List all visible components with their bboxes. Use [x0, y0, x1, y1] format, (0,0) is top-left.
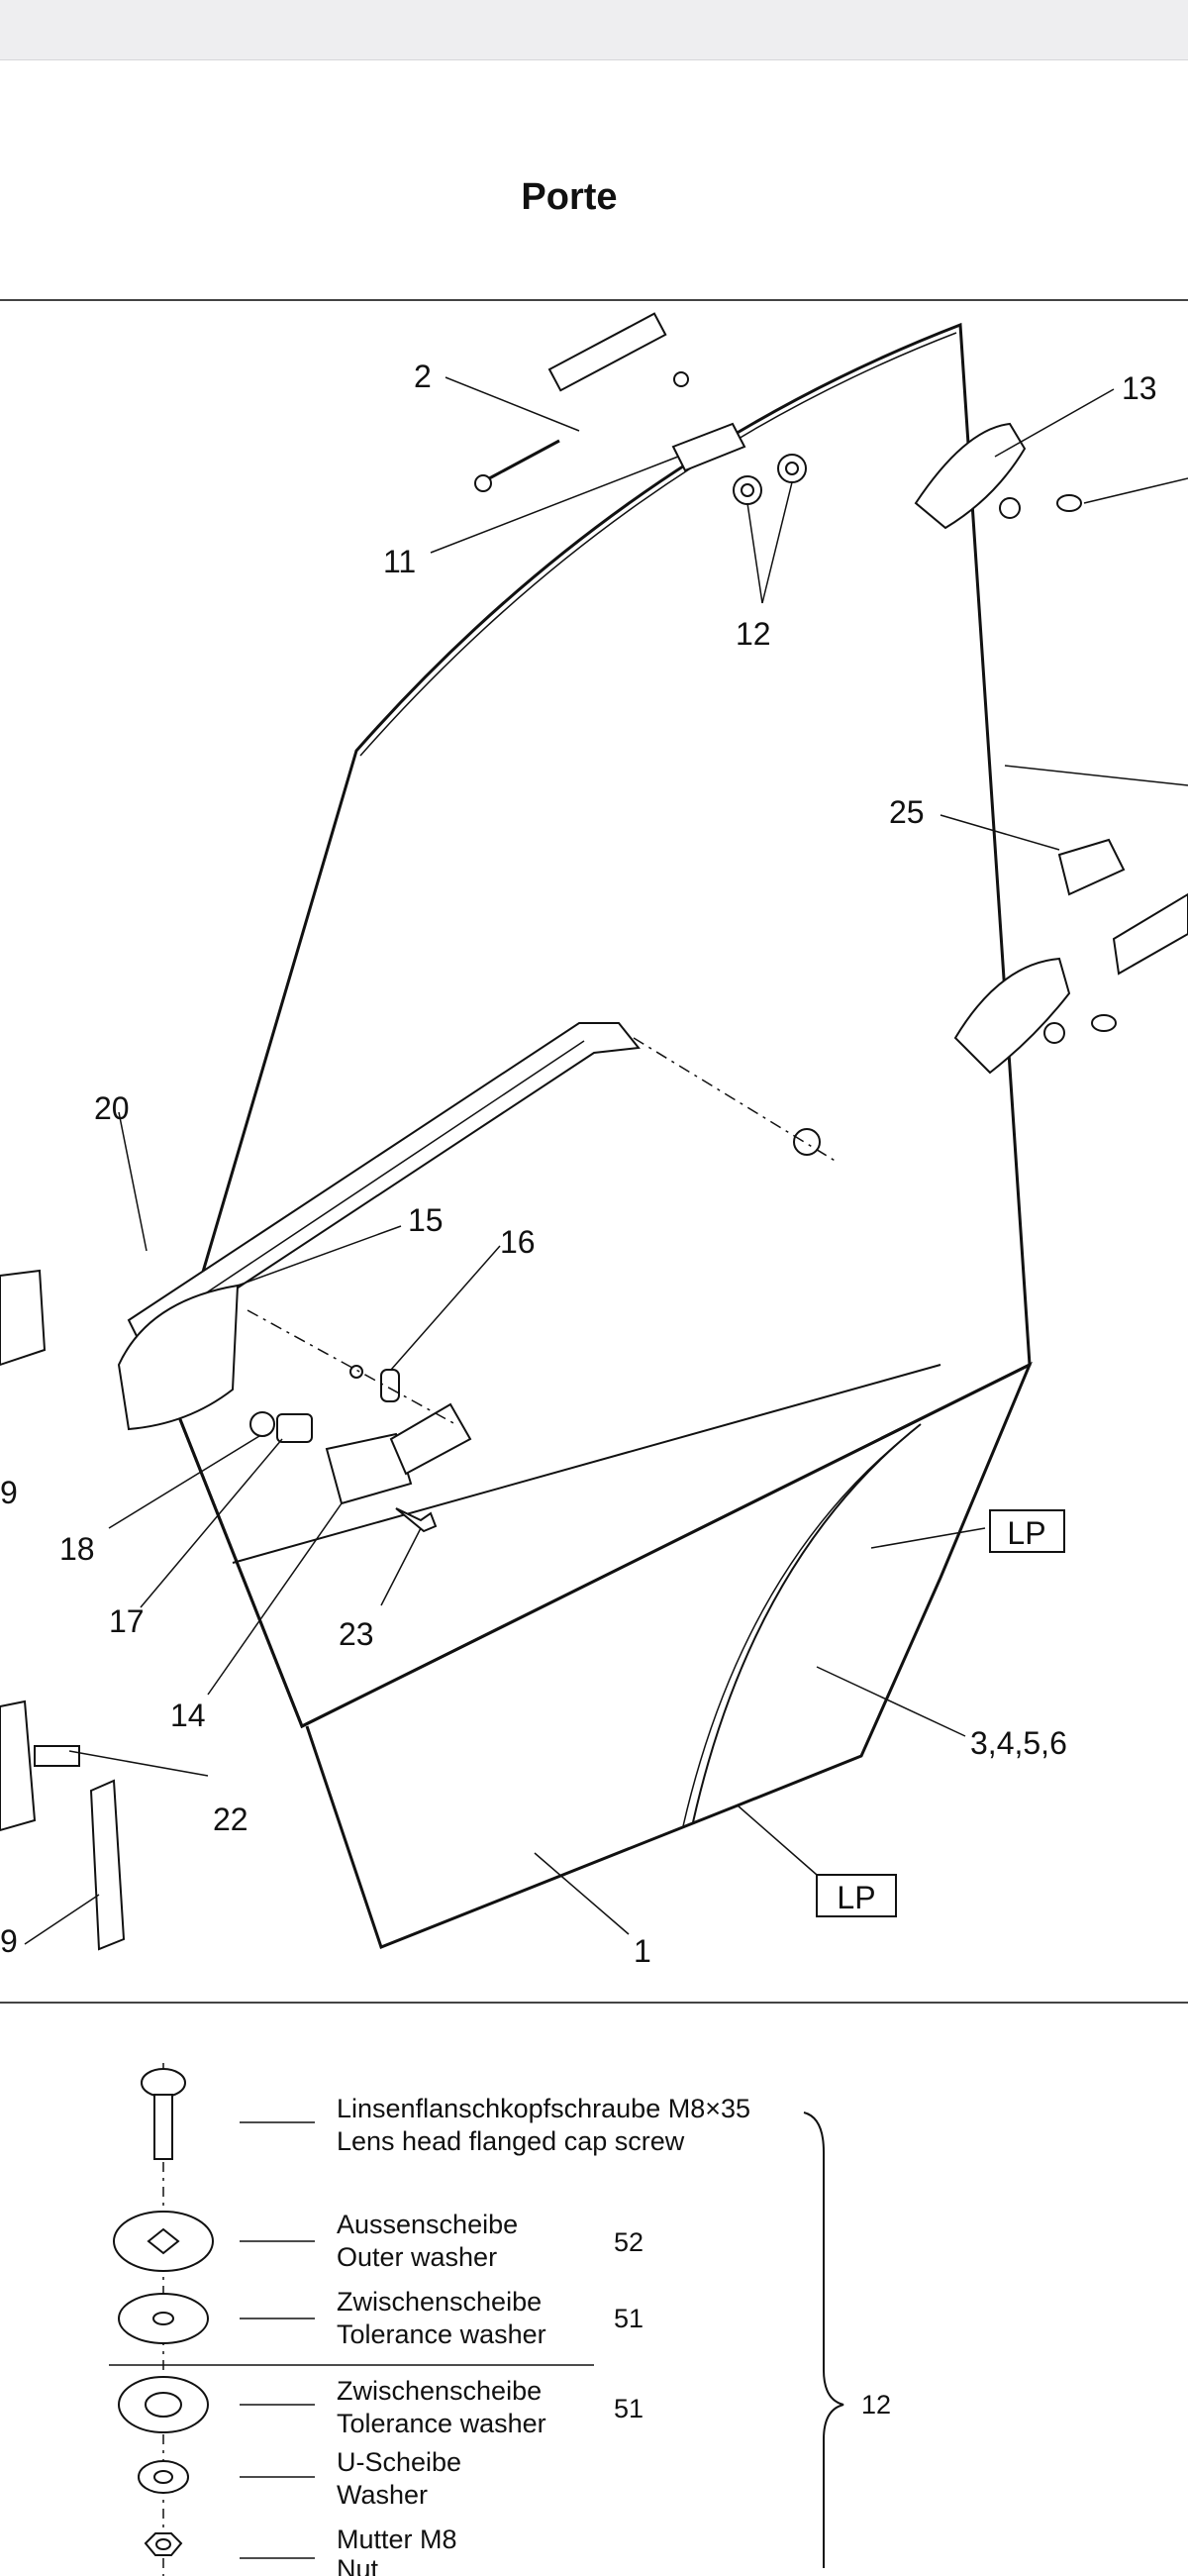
- callout-1: 1: [634, 1933, 651, 1969]
- lp-box-lower: LP: [816, 1874, 897, 1917]
- callout-9-lower: 9: [0, 1923, 18, 1959]
- legend-leaders: [240, 2121, 315, 2559]
- door-panel-crease: [232, 1364, 941, 1564]
- handle-plate: [117, 1284, 240, 1431]
- callout-23: 23: [339, 1616, 374, 1652]
- hinge-bracket-25: [1057, 838, 1126, 896]
- tolerance-washer-icon-2: [118, 2376, 209, 2433]
- clip-16: [380, 1369, 400, 1402]
- key-23: [395, 1507, 438, 1533]
- legend-item-5-en: Washer: [337, 2480, 428, 2510]
- screw-icon: [141, 2068, 186, 2160]
- callout-3-4-5-6: 3,4,5,6: [970, 1725, 1067, 1761]
- legend-item-4-qty: 51: [614, 2394, 644, 2423]
- washer-15: [349, 1365, 363, 1379]
- nut-icon: [144, 2532, 183, 2556]
- tolerance-washer-icon-1: [118, 2293, 209, 2344]
- door-fender-curve-outer: [692, 1423, 922, 1823]
- legend-item-6-de: Mutter M8: [337, 2524, 457, 2554]
- legend-item-5-de: U-Scheibe: [337, 2447, 461, 2477]
- divider-top: [0, 299, 1188, 301]
- exploded-door-diagram: 2 11 12 13 25 20 15 16 9 18 17 23 14 22 …: [0, 312, 1188, 1969]
- callout-16: 16: [500, 1224, 536, 1260]
- left-bracket-lower: [0, 1700, 37, 1832]
- axis-line-handle: [247, 1309, 456, 1425]
- lp-box-upper: LP: [989, 1509, 1065, 1553]
- lp-label-lower: LP: [837, 1880, 875, 1915]
- lp-label-upper: LP: [1007, 1515, 1045, 1551]
- outer-washer-icon: [113, 2211, 214, 2272]
- callout-15: 15: [408, 1202, 444, 1238]
- group-brace: [803, 2112, 844, 2568]
- door-glass: [166, 322, 1032, 1729]
- left-bracket-upper: [0, 1269, 47, 1367]
- washer-lower: [1091, 1014, 1117, 1032]
- hinge-lower-bolt: [1043, 1022, 1065, 1044]
- legend-item-4-de: Zwischenscheibe: [337, 2376, 542, 2406]
- fastener-legend: Linsenflanschkopfschraube M8×35 Lens hea…: [109, 2063, 891, 2576]
- door-glass-inner-edge: [359, 332, 957, 757]
- legend-item-6-en: Nut: [337, 2554, 379, 2576]
- callout-12: 12: [736, 616, 771, 652]
- leader-lines: [24, 376, 1188, 1945]
- hinge-lower: [953, 957, 1071, 1075]
- legend-item-2-de: Aussenscheibe: [337, 2210, 518, 2239]
- latch-body: [325, 1432, 413, 1505]
- hinge-pin-side: [1112, 892, 1188, 976]
- strut-bracket: [671, 422, 746, 472]
- door-lower-panel: [166, 1361, 1033, 1949]
- gas-strut: [474, 312, 689, 492]
- legend-item-2-qty: 52: [614, 2227, 644, 2257]
- latch-arm: [389, 1402, 472, 1476]
- legend-item-1-en: Lens head flanged cap screw: [337, 2126, 685, 2156]
- plate-17: [276, 1413, 313, 1443]
- callout-22: 22: [213, 1802, 248, 1837]
- bar-fastener: [793, 1128, 821, 1156]
- pin-22: [34, 1745, 80, 1767]
- hinge-upper-bolt: [999, 497, 1021, 519]
- callout-20: 20: [94, 1090, 130, 1126]
- callout-18: 18: [59, 1531, 95, 1567]
- hinge-upper: [914, 422, 1027, 530]
- callout-25: 25: [889, 794, 925, 830]
- page-title: Porte: [521, 176, 618, 218]
- callout-13: 13: [1122, 370, 1157, 406]
- washer-upper: [1056, 494, 1082, 512]
- callout-9-upper: 9: [0, 1475, 18, 1510]
- legend-item-1-de: Linsenflanschkopfschraube M8×35: [337, 2094, 750, 2123]
- axis-line-bar: [633, 1037, 838, 1163]
- callout-14: 14: [170, 1698, 206, 1733]
- callout-11: 11: [383, 544, 416, 579]
- legend-item-3-de: Zwischenscheibe: [337, 2287, 542, 2317]
- callout-17: 17: [109, 1603, 145, 1639]
- legend-group-label: 12: [861, 2390, 891, 2420]
- handle-bar-inner: [138, 1040, 585, 1339]
- plate-9: [89, 1779, 126, 1951]
- ring-18: [249, 1411, 275, 1437]
- callout-2: 2: [414, 359, 432, 394]
- top-bar: [0, 0, 1188, 60]
- door-fender-curve-inner: [682, 1433, 910, 1827]
- legend-item-4-en: Tolerance washer: [337, 2409, 546, 2438]
- washer-icon: [138, 2460, 189, 2494]
- legend-item-3-en: Tolerance washer: [337, 2319, 546, 2349]
- legend-item-3-qty: 51: [614, 2304, 644, 2333]
- divider-bottom: [0, 2002, 1188, 2004]
- legend-item-2-en: Outer washer: [337, 2242, 497, 2272]
- fastener-group-12: [733, 454, 807, 505]
